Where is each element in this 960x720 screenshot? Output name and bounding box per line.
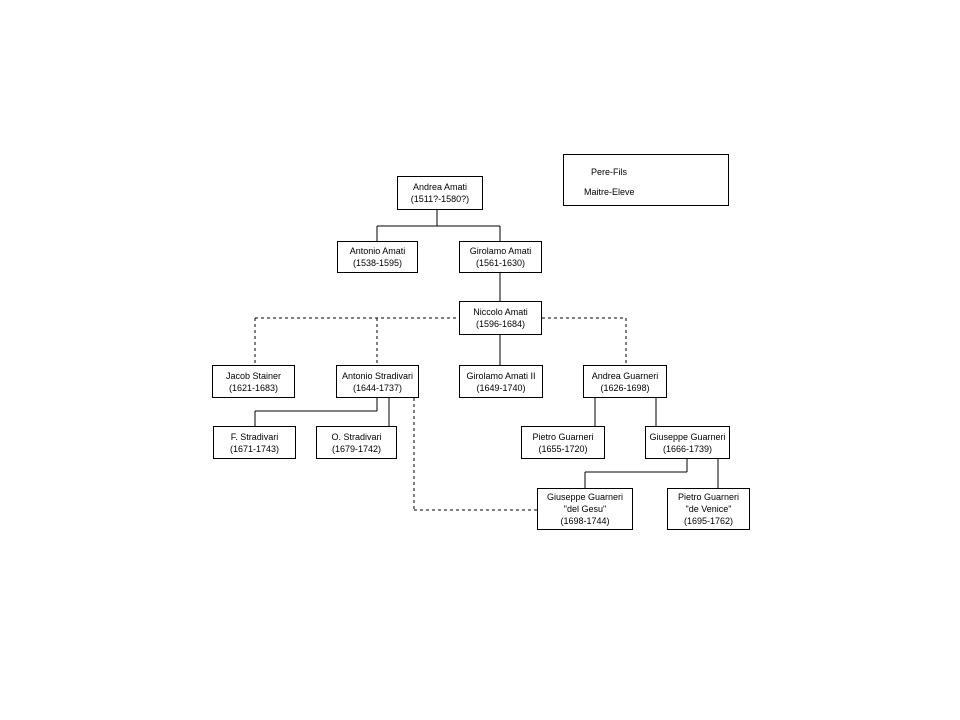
node-dates: (1679-1742) xyxy=(331,443,382,454)
node-name: O. Stradivari xyxy=(331,431,382,442)
node-name: F. Stradivari xyxy=(230,431,279,442)
node-dates: (1671-1743) xyxy=(229,443,280,454)
node-dates: (1626-1698) xyxy=(600,382,650,393)
node-dates: (1511?-1580?) xyxy=(410,194,470,204)
node-dates: (1644-1737) xyxy=(352,382,403,393)
node-dates: (1621-1683) xyxy=(228,382,279,393)
node-f-stradivari: F. Stradivari (1671-1743) xyxy=(213,426,296,459)
node-dates: (1538-1595) xyxy=(352,258,403,268)
node-antonio-amati: Antonio Amati (1538-1595) xyxy=(337,241,418,273)
node-dates: (1695-1762) xyxy=(683,516,734,526)
node-dates: (1698-1744) xyxy=(560,516,610,526)
node-name: Antonio Amati xyxy=(349,246,406,256)
node-name: Andrea Guarneri xyxy=(591,370,659,381)
node-name: Pietro Guarneri xyxy=(532,431,594,442)
node-o-stradivari: O. Stradivari (1679-1742) xyxy=(316,426,397,459)
node-name: Giuseppe Guarneri xyxy=(649,431,726,442)
node-dates: (1655-1720) xyxy=(538,443,588,454)
node-nickname: "de Venice" xyxy=(685,504,732,514)
node-jacob-stainer: Jacob Stainer (1621-1683) xyxy=(212,365,295,398)
node-giuseppe-del-gesu: Giuseppe Guarneri "del Gesu" (1698-1744) xyxy=(537,488,633,530)
node-name: Andrea Amati xyxy=(412,182,468,192)
node-giuseppe-guarneri: Giuseppe Guarneri (1666-1739) xyxy=(645,426,730,459)
node-nickname: "del Gesu" xyxy=(563,504,607,514)
node-girolamo-amati-ii: Girolamo Amati II (1649-1740) xyxy=(459,365,543,398)
node-name: Pietro Guarneri xyxy=(677,492,740,502)
node-pietro-guarneri: Pietro Guarneri (1655-1720) xyxy=(521,426,605,459)
node-name: Antonio Stradivari xyxy=(341,370,414,381)
legend-label-master-student: Maitre-Eleve xyxy=(584,187,635,197)
node-dates: (1596-1684) xyxy=(475,319,526,329)
legend-box: Pere-Fils Maitre-Eleve xyxy=(563,154,729,206)
node-antonio-stradivari: Antonio Stradivari (1644-1737) xyxy=(336,365,419,398)
node-name: Giuseppe Guarneri xyxy=(546,492,624,502)
node-name: Girolamo Amati II xyxy=(466,370,536,381)
node-dates: (1649-1740) xyxy=(476,382,526,393)
node-name: Niccolo Amati xyxy=(473,307,528,317)
node-pietro-de-venice: Pietro Guarneri "de Venice" (1695-1762) xyxy=(667,488,750,530)
node-dates: (1666-1739) xyxy=(662,443,713,454)
legend-label-parent-child: Pere-Fils xyxy=(591,167,628,177)
node-andrea-guarneri: Andrea Guarneri (1626-1698) xyxy=(583,365,667,398)
node-girolamo-amati: Girolamo Amati (1561-1630) xyxy=(459,241,542,273)
node-dates: (1561-1630) xyxy=(475,258,526,268)
node-name: Jacob Stainer xyxy=(225,370,282,381)
node-andrea-amati: Andrea Amati (1511?-1580?) xyxy=(397,176,483,210)
node-name: Girolamo Amati xyxy=(469,246,532,256)
node-niccolo-amati: Niccolo Amati (1596-1684) xyxy=(459,301,542,335)
